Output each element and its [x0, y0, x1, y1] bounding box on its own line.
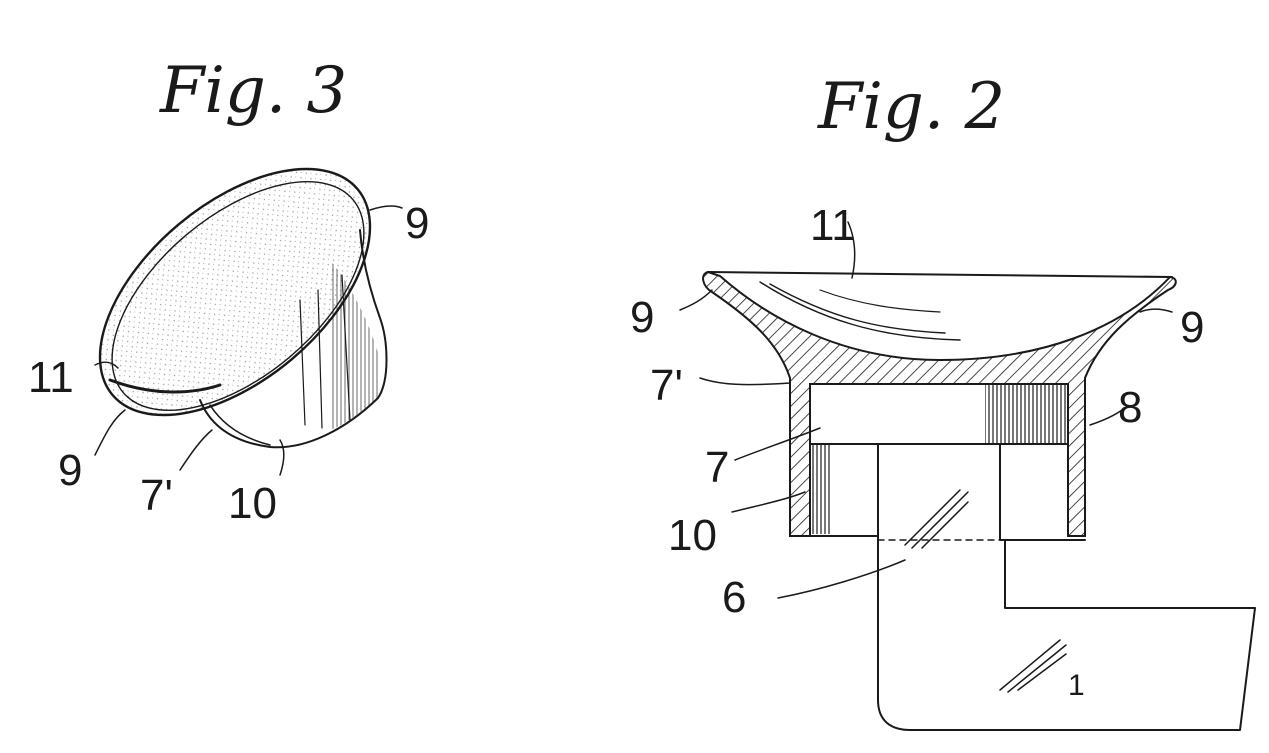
fig3-label-cup-left: 11 — [28, 353, 74, 402]
fig2-leader-lines — [679, 221, 1173, 599]
fig3-leader-lines — [94, 205, 403, 476]
fig2-sleeve-bore — [809, 383, 1069, 534]
fig2-stem — [789, 443, 1256, 731]
fig2-cup-section — [702, 270, 1177, 537]
fig3-label-base: 10 — [228, 479, 277, 528]
fig3-label-neck: 7' — [140, 471, 173, 520]
fig2-label-stem: 6 — [722, 573, 746, 622]
fig2-cup-top — [707, 271, 1173, 341]
figure-2: Fig. 2 — [630, 70, 1256, 731]
fig2-label-base: 10 — [668, 511, 717, 560]
fig3-label-rim-right: 9 — [405, 199, 429, 248]
fig2-label-body: 1 — [1068, 669, 1085, 702]
fig2-title: Fig. 2 — [817, 70, 1005, 144]
fig2-label-rim-right: 9 — [1180, 303, 1204, 352]
fig3-cup-rim — [98, 167, 372, 417]
fig2-label-sleeve-right: 8 — [1118, 383, 1142, 432]
fig2-label-rim-left: 9 — [630, 293, 654, 342]
fig2-label-cup-top: 11 — [810, 201, 856, 250]
fig2-label-sleeve: 7 — [705, 443, 729, 492]
fig3-title: Fig. 3 — [159, 54, 347, 128]
fig3-label-rim-left: 9 — [58, 446, 82, 495]
figure-3: Fig. 3 9 11 9 7' 10 — [28, 54, 429, 528]
fig2-label-flange: 7' — [650, 361, 683, 410]
